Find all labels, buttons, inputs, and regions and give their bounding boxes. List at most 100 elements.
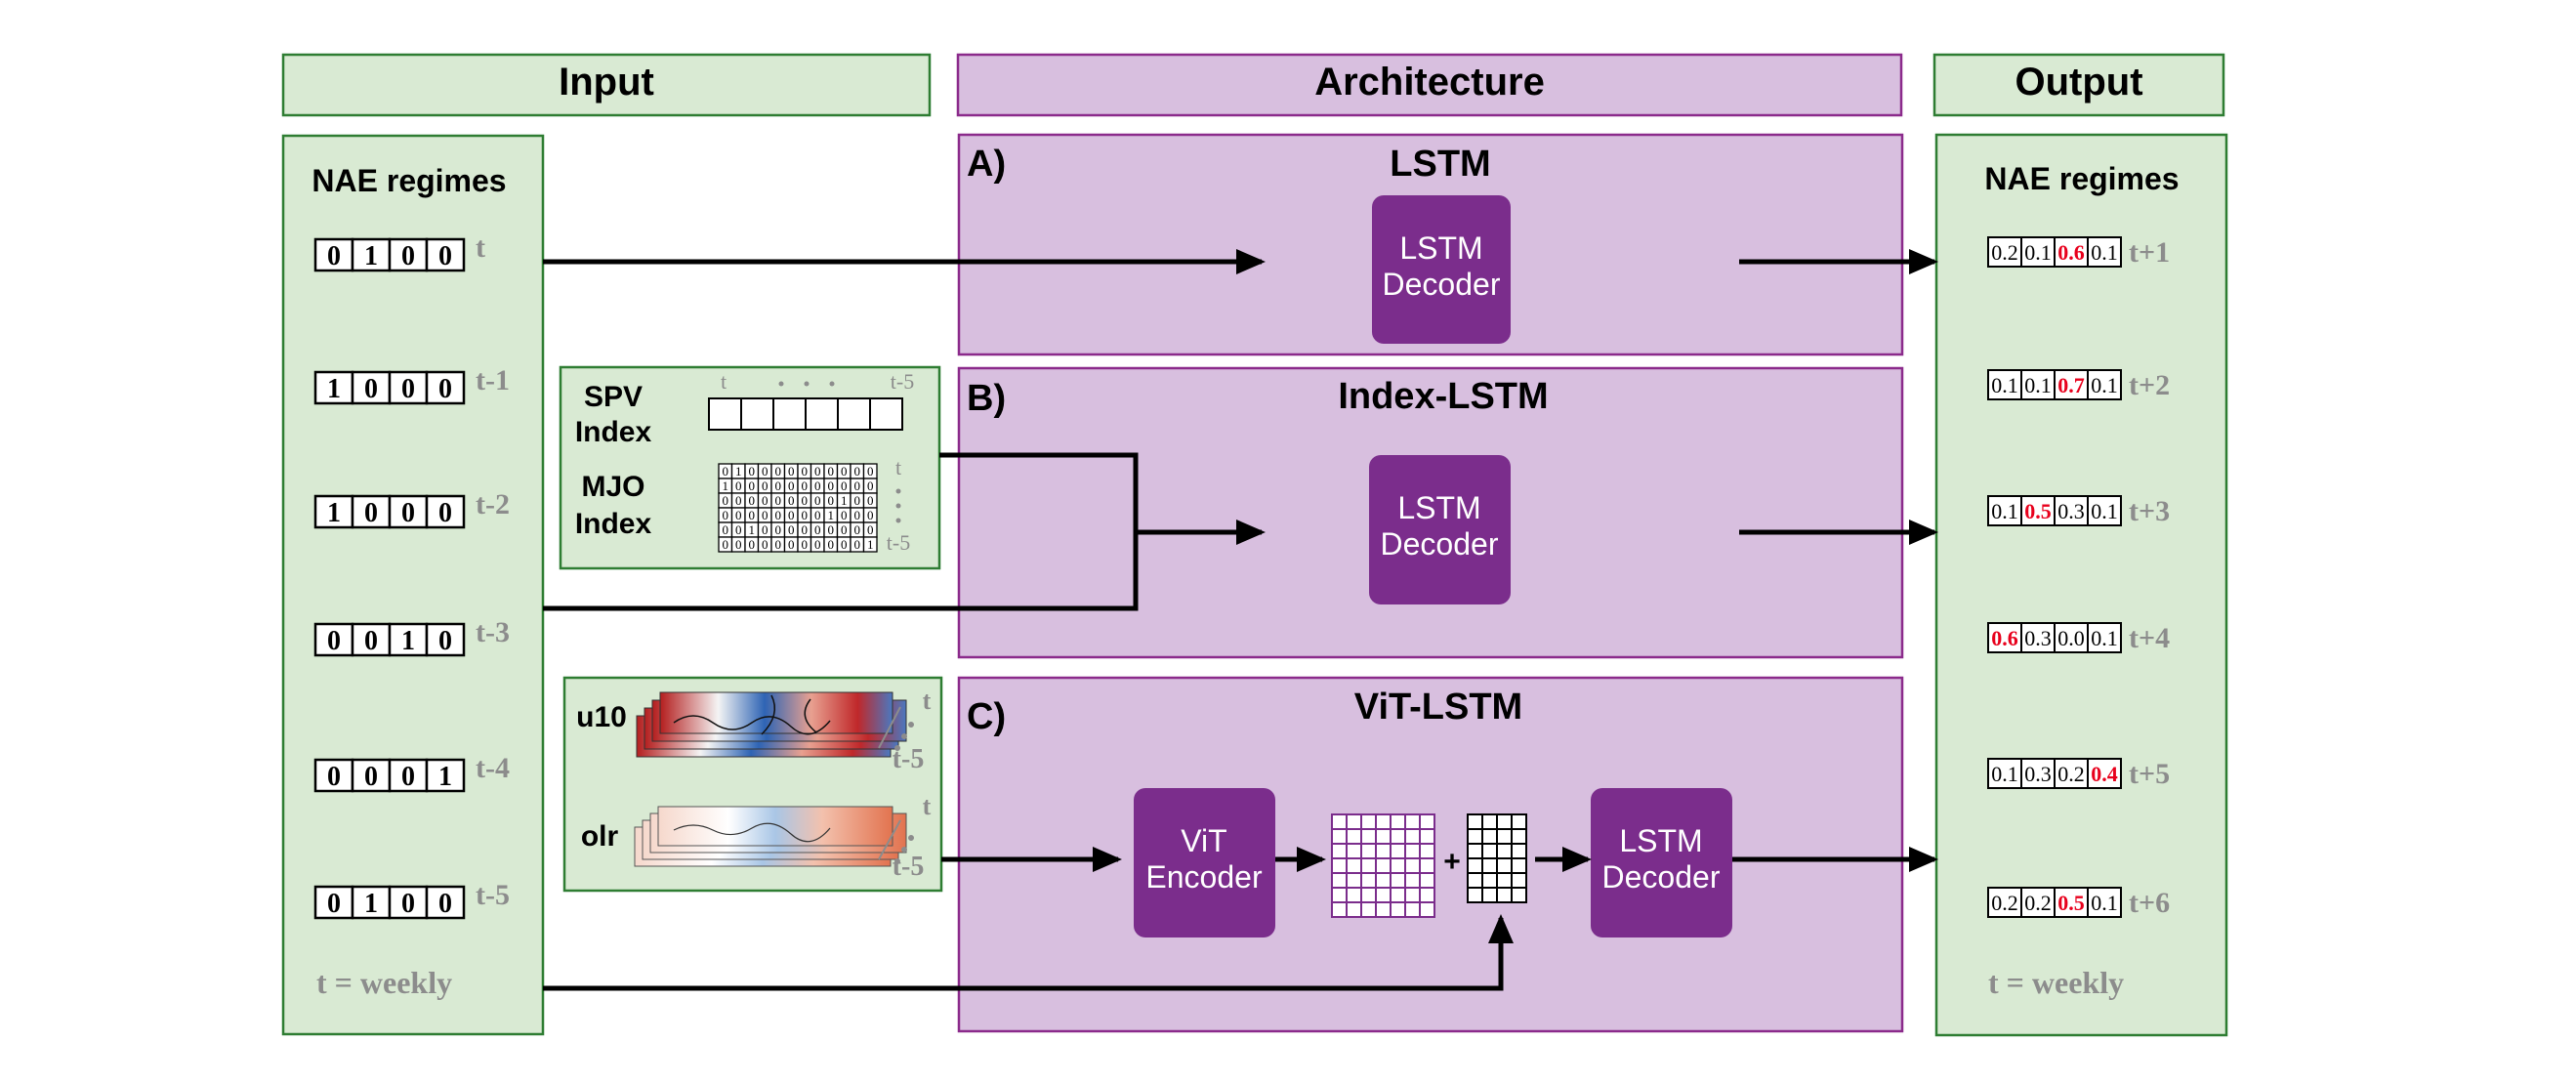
prob-cell-value: 0.2 [2057,762,2085,786]
vit-grid-cell [1346,857,1362,874]
u10-time-start: t [923,687,932,715]
panel-c-encoder-line1: ViT [1181,823,1226,858]
vit-grid-cell [1390,843,1406,859]
mjo-cell-value: 0 [814,522,821,537]
vit-grid-cell [1404,887,1421,903]
mjo-cell-value: 0 [749,464,756,479]
line-input-to-index-merge [543,532,1139,611]
mjo-cell-value: 0 [775,522,782,537]
prob-cell-value: 0.1 [2024,240,2052,265]
regime-cell-value: 0 [438,626,452,656]
regime-cell-value: 0 [438,241,452,271]
mjo-cell-value: 0 [867,508,874,522]
spv-time-dots [778,381,835,387]
prob-cell-value-max: 0.6 [1991,626,2018,650]
panel-c-title: ViT-LSTM [1354,687,1522,728]
panel-a-lstm-decoder: LSTM Decoder [1372,195,1511,344]
mjo-cell-value: 0 [802,508,809,522]
mjo-cell-value: 0 [854,464,861,479]
panel-c-decoder-line2: Decoder [1602,859,1721,895]
vit-grid-cell [1390,857,1406,874]
mjo-cell-value: 0 [854,537,861,552]
field-time-markers [878,706,914,864]
prob-cell-value-max: 0.7 [2057,373,2085,397]
regime-cell-value: 0 [364,762,378,792]
mjo-cell-value: 0 [854,479,861,493]
mjo-time-start: t [895,455,901,479]
vit-grid-cell [1331,887,1348,903]
output-time-label: t+2 [2129,369,2170,401]
mjo-cell-value: 0 [762,522,769,537]
vit-grid-cell [1360,828,1377,845]
mjo-cell-value: 0 [735,493,742,508]
index-grid-cell [1496,857,1513,874]
line-index-to-index-merge [939,452,1139,532]
mjo-cell-value: 0 [775,493,782,508]
spv-label-line1: SPV [584,381,643,413]
regime-cell-value: 1 [401,626,415,656]
architecture-header-label: Architecture [1314,61,1545,104]
vit-grid-cell [1419,872,1435,889]
vit-grid-cell [1346,901,1362,918]
index-grid-cell [1481,828,1498,845]
index-grid-cell [1467,857,1483,874]
regime-cell [388,237,429,272]
regime-cell [425,370,466,405]
prob-cell-value-max: 0.5 [2057,891,2085,915]
mjo-cell-value: 0 [788,537,795,552]
mjo-cell-value: 0 [723,537,729,552]
regime-cell-value: 0 [327,762,341,792]
mjo-cell-value: 0 [802,493,809,508]
u10-label: u10 [576,701,627,733]
vit-grid-cell [1360,813,1377,830]
input-time-label: t-1 [476,364,510,396]
mjo-cell-value: 0 [723,508,729,522]
u10-time-end: t-5 [893,744,925,774]
mjo-cell-value: 0 [749,479,756,493]
output-time-label: t+4 [2129,622,2170,654]
mjo-cell-value: 0 [723,464,729,479]
index-grid-cell [1496,887,1513,903]
vit-grid-cell [1390,887,1406,903]
vit-grid-cell [1390,872,1406,889]
regime-cell [425,622,466,657]
prob-cell [1987,369,2022,400]
prob-cell-value: 0.2 [2024,891,2052,915]
mjo-cell-value: 0 [854,508,861,522]
prob-cell-value: 0.1 [1991,373,2018,397]
regime-cell-value: 0 [401,374,415,404]
spv-time-start: t [721,369,727,394]
mjo-cell [862,536,878,553]
panel-c-encoder-line2: Encoder [1145,859,1263,895]
mjo-cell-value: 0 [762,493,769,508]
panel-c-vit-lstm: C) ViT-LSTM ViT Encoder + LSTM Decoder [957,676,1904,1033]
output-header: Output [1932,53,2225,117]
mjo-cell-value: 0 [814,493,821,508]
panel-c-vit-encoder: ViT Encoder [1134,788,1275,937]
prob-cell-value: 0.0 [2057,626,2085,650]
prob-cell [2087,622,2122,653]
mjo-cell-value: 1 [841,493,848,508]
mjo-cell-value: 0 [841,508,848,522]
prob-cell-value: 0.3 [2024,762,2052,786]
input-time-note: t = weekly [316,965,452,1000]
regime-cell-value: 0 [364,626,378,656]
regime-cell-value: 0 [327,626,341,656]
panel-b-index-lstm: B) Index-LSTM LSTM Decoder [957,366,1904,659]
index-grid-cell [1481,813,1498,830]
vit-grid-cell [1346,872,1362,889]
vit-grid-cell [1375,901,1392,918]
vit-grid-cell [1404,843,1421,859]
spv-cell [740,397,774,431]
input-time-label: t-5 [476,879,510,911]
prob-cell-value: 0.1 [1991,499,2018,523]
mjo-cell-value: 0 [828,537,835,552]
mjo-cell-value: 0 [854,522,861,537]
vit-grid-cell [1404,872,1421,889]
